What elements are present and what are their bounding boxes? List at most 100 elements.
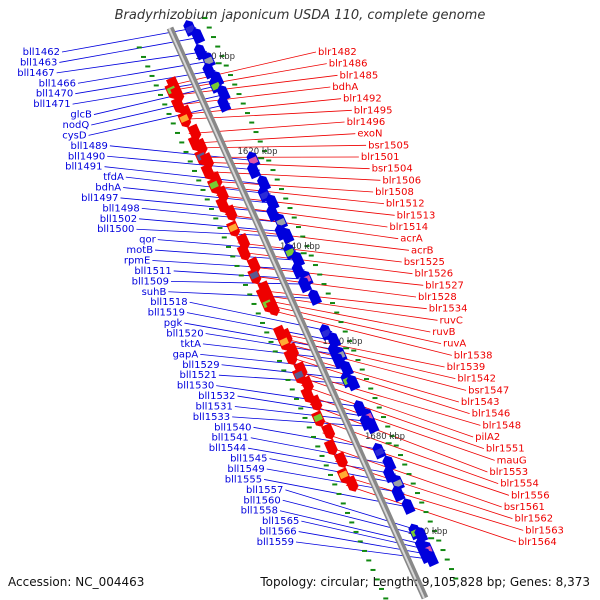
- minus-label-bll1559[interactable]: bll1559: [257, 537, 294, 548]
- plus-label-maug[interactable]: mauG: [497, 455, 527, 466]
- minus-label-bll1462[interactable]: bll1462: [23, 47, 60, 58]
- minus-label-bll1529[interactable]: bll1529: [182, 360, 219, 371]
- plus-label-exon[interactable]: exoN: [357, 129, 382, 140]
- plus-label-acrb[interactable]: acrB: [411, 245, 434, 256]
- plus-label-blr1543[interactable]: blr1543: [461, 397, 500, 408]
- plus-label-blr1548[interactable]: blr1548: [482, 420, 521, 431]
- connector-rpme: [152, 260, 305, 271]
- plus-label-ruvb[interactable]: ruvB: [432, 327, 455, 338]
- plus-label-bsr1525[interactable]: bsr1525: [404, 257, 445, 268]
- minus-label-bdha[interactable]: bdhA: [95, 183, 121, 194]
- gene-labels: bll1462bll1463bll1467bll1466bll1470bll14…: [17, 47, 564, 548]
- minus-label-bll1549[interactable]: bll1549: [227, 464, 264, 475]
- plus-label-blr1563[interactable]: blr1563: [525, 525, 564, 536]
- minus-label-bll1467[interactable]: bll1467: [17, 68, 54, 79]
- minus-label-bll1502[interactable]: bll1502: [100, 214, 137, 225]
- plus-label-blr1542[interactable]: blr1542: [457, 374, 496, 385]
- plus-label-blr1501[interactable]: blr1501: [361, 152, 400, 163]
- plus-label-blr1508[interactable]: blr1508: [375, 187, 414, 198]
- plus-label-blr1528[interactable]: blr1528: [418, 292, 457, 303]
- minus-label-bll1557[interactable]: bll1557: [246, 485, 283, 496]
- minus-label-bll1544[interactable]: bll1544: [209, 443, 246, 454]
- plus-label-blr1527[interactable]: blr1527: [425, 280, 464, 291]
- plus-label-bsr1547[interactable]: bsr1547: [468, 385, 509, 396]
- minus-label-bll1471[interactable]: bll1471: [33, 99, 70, 110]
- plus-label-blr1512[interactable]: blr1512: [386, 199, 425, 210]
- plus-label-blr1539[interactable]: blr1539: [447, 362, 486, 373]
- minus-label-pgk[interactable]: pgk: [164, 318, 183, 329]
- plus-gene-arrow: [283, 348, 298, 366]
- plus-label-blr1492[interactable]: blr1492: [343, 94, 382, 105]
- minus-label-qor[interactable]: qor: [139, 235, 156, 246]
- minus-label-gapa[interactable]: gapA: [173, 349, 199, 360]
- plus-label-blr1553[interactable]: blr1553: [489, 467, 528, 478]
- minus-gene-arrow: [365, 417, 380, 435]
- minus-label-bll1521[interactable]: bll1521: [180, 370, 217, 381]
- plus-label-blr1495[interactable]: blr1495: [354, 105, 393, 116]
- minus-label-bll1497[interactable]: bll1497: [81, 193, 118, 204]
- minus-label-bll1520[interactable]: bll1520: [166, 328, 203, 339]
- minus-label-bll1566[interactable]: bll1566: [259, 527, 296, 538]
- minus-label-bll1533[interactable]: bll1533: [193, 412, 230, 423]
- minus-label-rpme[interactable]: rpmE: [124, 256, 151, 267]
- plus-label-blr1486[interactable]: blr1486: [329, 59, 368, 70]
- minus-label-glcb[interactable]: glcB: [70, 110, 92, 121]
- feature-block: [248, 156, 259, 165]
- plus-label-blr1496[interactable]: blr1496: [347, 117, 386, 128]
- minus-label-bll1541[interactable]: bll1541: [211, 433, 248, 444]
- minus-label-tfda[interactable]: tfdA: [103, 172, 124, 183]
- plus-label-blr1482[interactable]: blr1482: [318, 47, 357, 58]
- minus-label-bll1560[interactable]: bll1560: [243, 495, 280, 506]
- minus-label-bll1463[interactable]: bll1463: [20, 57, 57, 68]
- plus-label-bsr1561[interactable]: bsr1561: [504, 502, 545, 513]
- minus-label-bll1540[interactable]: bll1540: [214, 422, 251, 433]
- plus-label-bdha[interactable]: bdhA: [332, 82, 358, 93]
- plus-label-blr1485[interactable]: blr1485: [340, 70, 379, 81]
- minus-label-motb[interactable]: motB: [126, 245, 153, 256]
- connector-qor: [157, 239, 297, 252]
- plus-label-blr1538[interactable]: blr1538: [454, 350, 493, 361]
- feature-block: [374, 447, 385, 457]
- minus-label-bll1558[interactable]: bll1558: [241, 506, 278, 517]
- plus-label-blr1551[interactable]: blr1551: [486, 444, 525, 455]
- minus-label-bll1511[interactable]: bll1511: [134, 266, 171, 277]
- plus-label-blr1562[interactable]: blr1562: [514, 514, 553, 525]
- minus-label-cysd[interactable]: cysD: [62, 130, 87, 141]
- minus-label-bll1500[interactable]: bll1500: [97, 224, 134, 235]
- minus-label-bll1555[interactable]: bll1555: [225, 474, 262, 485]
- plus-label-blr1554[interactable]: blr1554: [500, 479, 539, 490]
- minus-label-bll1470[interactable]: bll1470: [36, 89, 73, 100]
- minus-label-nodq[interactable]: nodQ: [63, 120, 90, 131]
- plus-label-pila2[interactable]: pilA2: [475, 432, 500, 443]
- minus-label-bll1491[interactable]: bll1491: [65, 162, 102, 173]
- plus-label-blr1514[interactable]: blr1514: [389, 222, 428, 233]
- connector-gapa: [200, 353, 350, 371]
- plus-label-blr1534[interactable]: blr1534: [429, 304, 468, 315]
- minus-label-bll1509[interactable]: bll1509: [132, 276, 169, 287]
- plus-label-ruvc[interactable]: ruvC: [440, 315, 463, 326]
- plus-label-blr1564[interactable]: blr1564: [518, 537, 557, 548]
- minus-label-bll1531[interactable]: bll1531: [195, 401, 232, 412]
- minus-label-bll1489[interactable]: bll1489: [71, 141, 108, 152]
- plus-label-blr1506[interactable]: blr1506: [382, 175, 421, 186]
- minus-label-bll1545[interactable]: bll1545: [230, 454, 267, 465]
- plus-label-acra[interactable]: acrA: [400, 234, 423, 245]
- plus-label-blr1556[interactable]: blr1556: [511, 490, 550, 501]
- minus-label-bll1519[interactable]: bll1519: [148, 308, 185, 319]
- minus-label-bll1565[interactable]: bll1565: [262, 516, 299, 527]
- minus-label-bll1498[interactable]: bll1498: [102, 203, 139, 214]
- plus-label-ruva[interactable]: ruvA: [443, 339, 466, 350]
- plus-label-blr1513[interactable]: blr1513: [397, 210, 436, 221]
- minus-label-bll1466[interactable]: bll1466: [39, 78, 76, 89]
- plus-label-bsr1505[interactable]: bsr1505: [368, 140, 409, 151]
- minus-label-bll1530[interactable]: bll1530: [177, 381, 214, 392]
- plus-label-blr1546[interactable]: blr1546: [472, 409, 511, 420]
- plus-label-bsr1504[interactable]: bsr1504: [372, 164, 413, 175]
- minus-label-bll1518[interactable]: bll1518: [150, 297, 187, 308]
- minus-label-bll1532[interactable]: bll1532: [198, 391, 235, 402]
- minus-label-suhb[interactable]: suhB: [142, 287, 167, 298]
- plus-label-blr1526[interactable]: blr1526: [414, 269, 453, 280]
- minus-label-bll1490[interactable]: bll1490: [68, 151, 105, 162]
- minus-label-tkta[interactable]: tktA: [180, 339, 201, 350]
